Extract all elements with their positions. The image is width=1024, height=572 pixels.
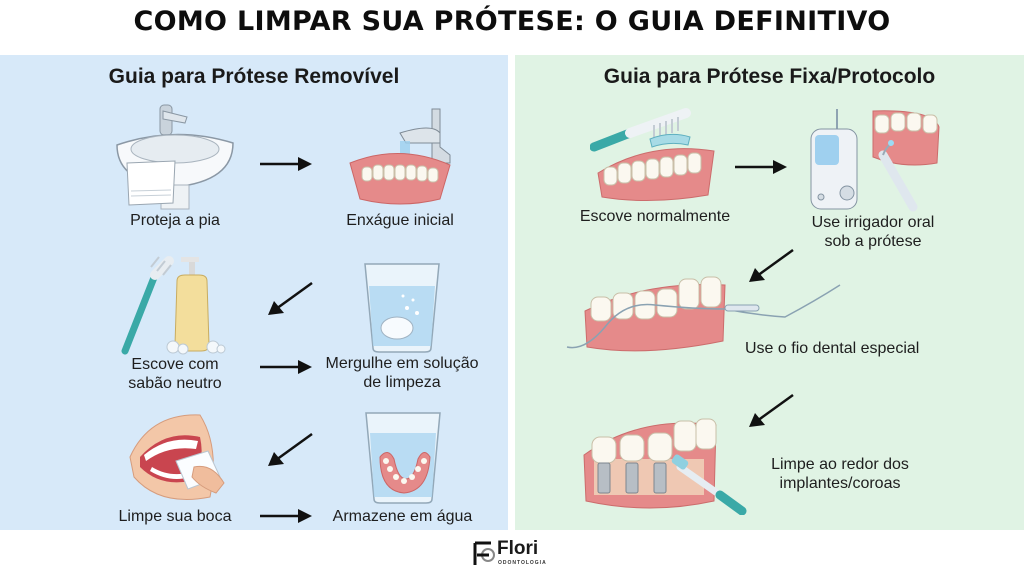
step-special-floss: Use o fio dental especial	[565, 261, 919, 391]
step-clean-around-implants: Limpe ao redor dos implantes/coroas	[580, 405, 1000, 530]
page-title: COMO LIMPAR SUA PRÓTESE: O GUIA DEFINITI…	[133, 6, 891, 37]
logo-subtitle: ODONTOLOGIA	[498, 560, 547, 566]
step-clean-mouth: Limpe sua boca	[100, 407, 250, 526]
brand-logo: Flori ODONTOLOGIA	[473, 538, 563, 569]
fixed-panel-heading: Guia para Prótese Fixa/Protocolo	[603, 65, 936, 88]
step-store-in-water: Armazene em água	[320, 407, 485, 526]
flori-logo-icon	[473, 541, 495, 565]
step-label: Escove com sabão neutro	[128, 356, 222, 392]
step-label: Limpe sua boca	[118, 508, 232, 525]
removable-panel-heading: Guia para Prótese Removível	[108, 65, 400, 88]
step-label: Use irrigador oral sob a prótese	[811, 214, 935, 250]
step-brush-mild-soap: Escove com sabão neutro	[90, 255, 260, 393]
arrow-down-left-icon	[749, 393, 794, 427]
denture-in-glass-icon	[364, 412, 441, 504]
mouth-wipe-icon	[129, 414, 225, 500]
step-label: Limpe ao redor dos implantes/coroas	[771, 456, 909, 492]
implant-brush-icon	[583, 418, 747, 515]
arrow-down-left-icon	[268, 432, 313, 466]
brush-and-soap-icon	[121, 256, 226, 355]
water-flosser-icon	[810, 109, 940, 212]
step-initial-rinse: Enxágue inicial	[320, 103, 480, 230]
step-label: Armazene em água	[332, 508, 473, 525]
step-label: Escove normalmente	[579, 208, 731, 225]
toothbrush-on-teeth-icon	[590, 108, 715, 202]
glass-with-tablet-icon	[364, 263, 440, 353]
arrow-right-icon	[260, 360, 312, 374]
removable-denture-panel: Guia para Prótese Removível Proteja a pi…	[0, 55, 508, 530]
arrow-right-icon	[735, 160, 787, 174]
step-label: Enxágue inicial	[346, 212, 454, 229]
sink-with-towel-icon	[116, 104, 234, 210]
fixed-prosthesis-panel: Guia para Prótese Fixa/Protocolo Escove …	[515, 55, 1024, 530]
step-soak-cleaning-solution: Mergulhe em solução de limpeza	[312, 258, 492, 392]
step-label: Mergulhe em solução de limpeza	[325, 355, 479, 391]
logo-name: Flori	[497, 538, 539, 559]
step-protect-sink: Proteja a pia	[95, 103, 255, 230]
step-brush-normally: Escove normalmente	[560, 107, 750, 226]
arrow-down-left-icon	[749, 248, 794, 282]
arrow-right-icon	[260, 157, 312, 171]
arrow-right-icon	[260, 509, 312, 523]
step-label: Proteja a pia	[130, 212, 220, 229]
step-label: Use o fio dental especial	[745, 340, 920, 357]
arrow-down-left-icon	[268, 281, 313, 315]
dental-floss-icon	[566, 276, 841, 352]
step-use-oral-irrigator: Use irrigador oral sob a prótese	[793, 107, 953, 251]
denture-under-faucet-icon	[349, 108, 451, 205]
